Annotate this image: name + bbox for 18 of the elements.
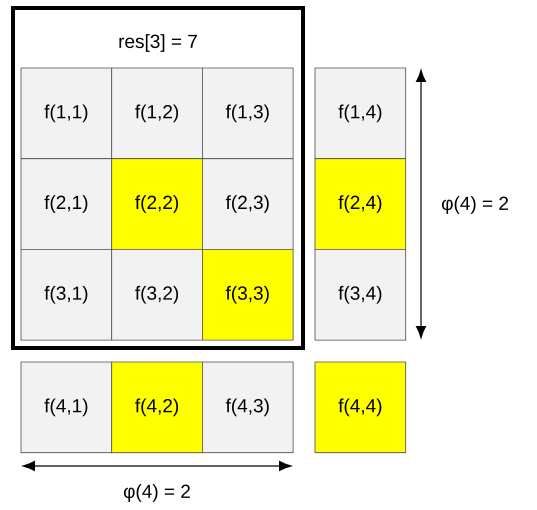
grid-cell: f(1,3) xyxy=(202,68,294,160)
grid-cell: f(4,4) xyxy=(314,362,406,454)
grid-cell: f(3,1) xyxy=(20,248,112,340)
grid-cell: f(3,3) xyxy=(202,248,294,340)
grid-cell: f(3,2) xyxy=(111,248,203,340)
grid-cell: f(1,2) xyxy=(111,68,203,160)
grid-cell: f(1,1) xyxy=(20,68,112,160)
grid-cell: f(2,4) xyxy=(314,158,406,250)
grid-cell: f(2,2) xyxy=(111,158,203,250)
grid-cell: f(1,4) xyxy=(314,68,406,160)
grid-cell: f(4,1) xyxy=(20,362,112,454)
grid-cell: f(3,4) xyxy=(314,248,406,340)
grid-cell: f(4,2) xyxy=(111,362,203,454)
grid-cell: f(2,1) xyxy=(20,158,112,250)
grid-cell: f(4,3) xyxy=(202,362,294,454)
grid-cell: f(2,3) xyxy=(202,158,294,250)
dimension-label: φ(4) = 2 xyxy=(124,484,190,502)
dimension-label: φ(4) = 2 xyxy=(442,196,508,214)
